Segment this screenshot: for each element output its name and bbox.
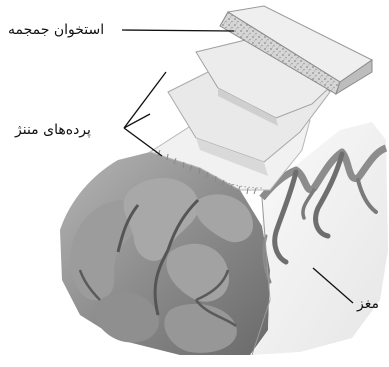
skull-leader-line bbox=[122, 30, 234, 31]
skull-label: استخوان جمجمه bbox=[8, 22, 104, 38]
brain-label: مغز bbox=[357, 296, 379, 312]
meninges-leader-lines bbox=[124, 72, 166, 156]
meninges-label: پرده‌های مننژ bbox=[15, 122, 91, 138]
